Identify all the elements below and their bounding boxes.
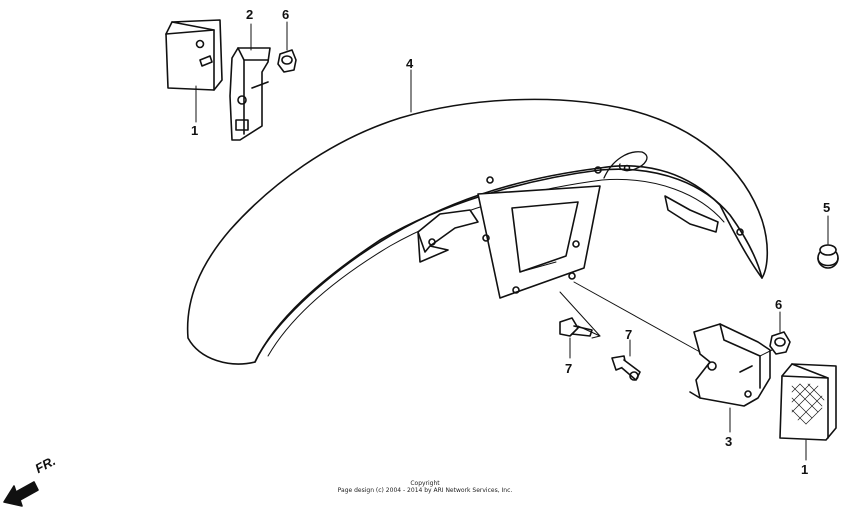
copyright-line-1: Copyright <box>410 480 440 487</box>
callout-6-upper: 6 <box>282 7 290 22</box>
callout-1-lower: 1 <box>801 462 809 477</box>
bolt-part-right[interactable] <box>611 355 641 381</box>
bolt-part-left[interactable] <box>559 317 601 339</box>
front-fender-part[interactable] <box>186 98 769 365</box>
callout-4: 4 <box>406 56 414 71</box>
reflector-stay-part-lower[interactable] <box>689 323 771 407</box>
callout-5: 5 <box>823 200 831 215</box>
callout-6-lower: 6 <box>775 297 783 312</box>
reflector-part-lower[interactable] <box>779 363 837 441</box>
leader-lines <box>195 21 829 461</box>
grommet-part[interactable] <box>817 244 839 269</box>
callout-2: 2 <box>246 7 254 22</box>
nut-part-upper[interactable] <box>277 49 297 73</box>
front-direction-arrow-icon <box>3 481 39 507</box>
callout-7-right: 7 <box>625 327 633 342</box>
reflector-stay-part-upper[interactable] <box>229 47 271 141</box>
callout-1-upper: 1 <box>191 123 199 138</box>
nut-part-lower[interactable] <box>769 331 791 355</box>
copyright-line-2: Page design (c) 2004 - 2014 by ARI Netwo… <box>337 487 513 494</box>
reflector-part-upper[interactable] <box>165 19 223 91</box>
callout-7-left: 7 <box>565 361 573 376</box>
callout-3: 3 <box>725 434 733 449</box>
